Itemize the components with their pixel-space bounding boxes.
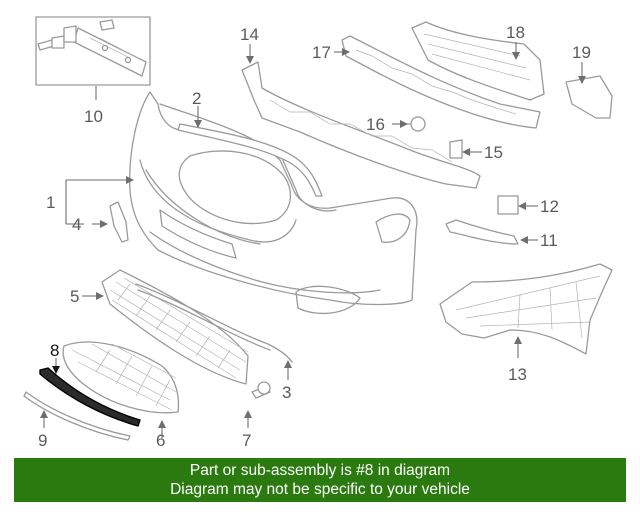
part-15-nut: [449, 139, 463, 159]
part-9-trim: [23, 391, 131, 441]
part-18-absorber: [411, 21, 545, 101]
callout-1: 1: [46, 193, 55, 212]
callout-12: 12: [540, 197, 559, 216]
part-11-bracket: [445, 219, 519, 245]
callout-15: 15: [484, 143, 503, 162]
callout-8: 8: [50, 341, 59, 360]
part-7-screw: [251, 381, 271, 399]
part-3-trim: [135, 283, 293, 363]
callout-10: 10: [84, 107, 103, 126]
parts-diagram: 1 2 3 4 5 6 7 8 9 10 11 12 13 14 15 16 1…: [23, 16, 613, 450]
banner-line-1: Part or sub-assembly is #8 in diagram: [189, 462, 451, 479]
part-17-absorber: [341, 35, 541, 129]
callout-6: 6: [156, 431, 165, 450]
callout-16: 16: [366, 115, 385, 134]
part-6-lower-grille: [62, 341, 180, 414]
part-19-bracket: [565, 75, 613, 119]
callout-9: 9: [38, 431, 47, 450]
callout-13: 13: [508, 365, 527, 384]
part-13-side-bracket: [439, 263, 613, 355]
callout-labels: 1 2 3 4 5 6 7 8 9 10 11 12 13 14 15 16 1…: [38, 23, 591, 450]
info-banner: Part or sub-assembly is #8 in diagram Di…: [14, 458, 626, 502]
part-10-inset: [35, 16, 151, 86]
part-16-clip: [401, 116, 426, 132]
callout-18: 18: [506, 23, 525, 42]
callout-5: 5: [70, 287, 79, 306]
callout-19: 19: [572, 43, 591, 62]
leader-lines: [40, 42, 586, 438]
callout-7: 7: [242, 431, 251, 450]
banner-line-2: Diagram may not be specific to your vehi…: [170, 481, 470, 498]
part-4-bracket: [109, 201, 129, 243]
callout-17: 17: [312, 43, 331, 62]
callout-3: 3: [282, 383, 291, 402]
callout-2: 2: [192, 89, 201, 108]
callout-4: 4: [72, 215, 81, 234]
part-2-molding: [177, 123, 323, 197]
callout-11: 11: [540, 231, 558, 250]
callout-14: 14: [240, 25, 259, 44]
part-14-support: [241, 61, 481, 189]
part-5-grille: [101, 269, 249, 385]
part-8-strip-highlighted: [39, 367, 141, 427]
part-12-retainer: [497, 195, 519, 215]
